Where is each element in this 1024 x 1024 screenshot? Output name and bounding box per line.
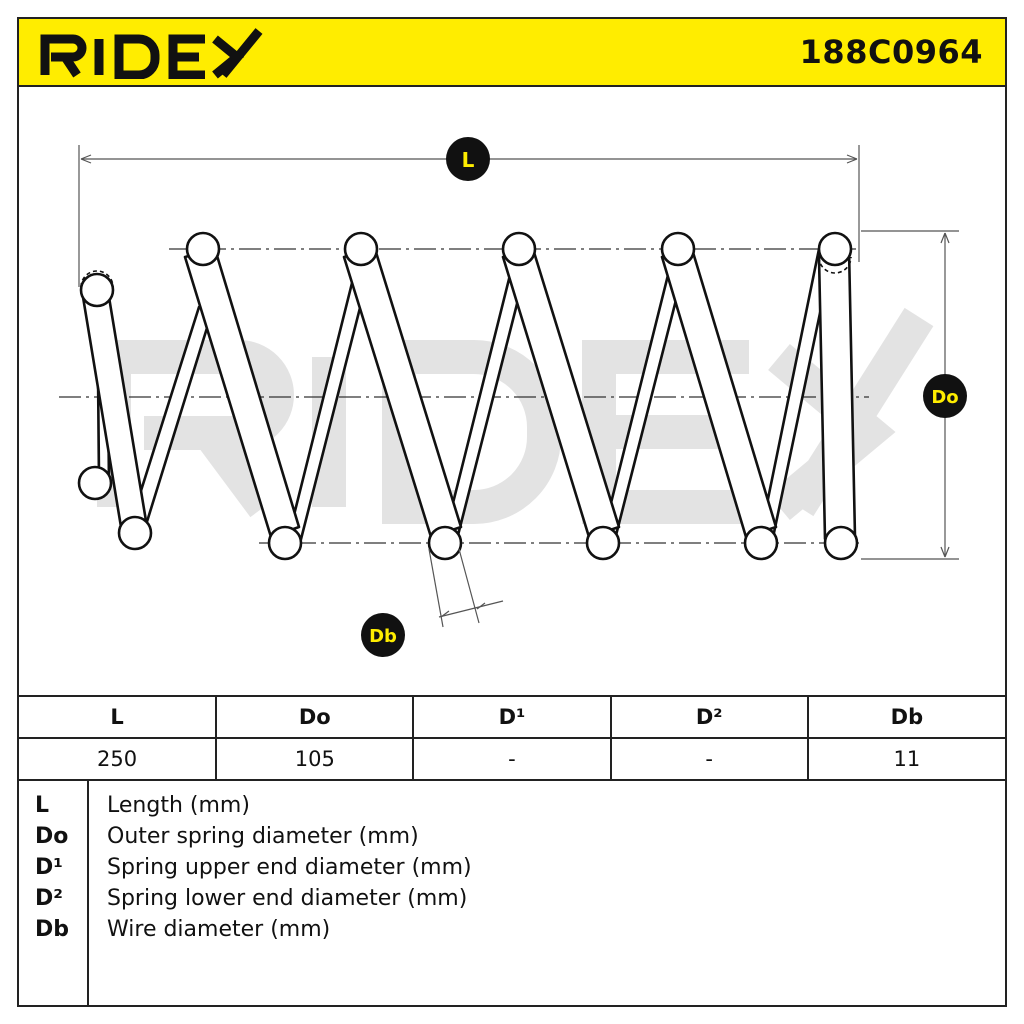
wire-diameter-label: Db — [369, 626, 397, 647]
legend-desc: Spring upper end diameter (mm) — [107, 855, 472, 880]
legend-item: L Length (mm) — [19, 793, 1005, 823]
table-value-row: 250 105 - - 11 — [19, 737, 1005, 781]
legend-key: Do — [35, 824, 69, 849]
legend-item: D² Spring lower end diameter (mm) — [19, 886, 1005, 916]
outer-diameter-label: Do — [931, 387, 958, 408]
table-header-cell: Db — [807, 695, 1005, 738]
wire-diameter-dimension — [428, 548, 504, 628]
table-value-cell: 105 — [216, 737, 415, 781]
length-badge: L — [446, 137, 490, 181]
legend-key: Db — [35, 917, 70, 942]
table-header-cell: D² — [610, 695, 809, 738]
legend-key: D¹ — [35, 855, 63, 880]
spec-table: L Do D¹ D² Db 250 105 - - 11 — [19, 695, 1005, 781]
legend-item: Db Wire diameter (mm) — [19, 917, 1005, 947]
legend-key: L — [35, 793, 50, 818]
legend-item: Do Outer spring diameter (mm) — [19, 824, 1005, 854]
legend-item: D¹ Spring upper end diameter (mm) — [19, 855, 1005, 885]
wire-diameter-badge: Db — [361, 613, 405, 657]
spring-coils — [77, 231, 859, 561]
legend-desc: Spring lower end diameter (mm) — [107, 886, 468, 911]
length-label: L — [462, 148, 475, 172]
table-header-cell: Do — [216, 695, 415, 738]
spring-diagram: L Do — [59, 137, 967, 657]
legend-desc: Outer spring diameter (mm) — [107, 824, 419, 849]
datasheet-frame: 188C0964 L Do — [17, 17, 1007, 1007]
table-header-cell: L — [19, 695, 218, 738]
legend-divider — [87, 779, 89, 1005]
legend: L Length (mm) Do Outer spring diameter (… — [19, 779, 1005, 1005]
header-bar: 188C0964 — [19, 19, 1005, 87]
table-value-cell: - — [610, 737, 809, 781]
table-header-cell: D¹ — [413, 695, 612, 738]
table-value-cell: - — [413, 737, 612, 781]
part-number: 188C0964 — [799, 33, 983, 71]
hidden-coil-marks — [80, 256, 858, 544]
table-header-row: L Do D¹ D² Db — [19, 695, 1005, 738]
table-value-cell: 250 — [19, 737, 218, 781]
legend-desc: Wire diameter (mm) — [107, 917, 331, 942]
table-value-cell: 11 — [807, 737, 1005, 781]
legend-key: D² — [35, 886, 63, 911]
ridex-logo — [40, 28, 263, 79]
legend-desc: Length (mm) — [107, 793, 250, 818]
outer-diameter-badge: Do — [923, 374, 967, 418]
